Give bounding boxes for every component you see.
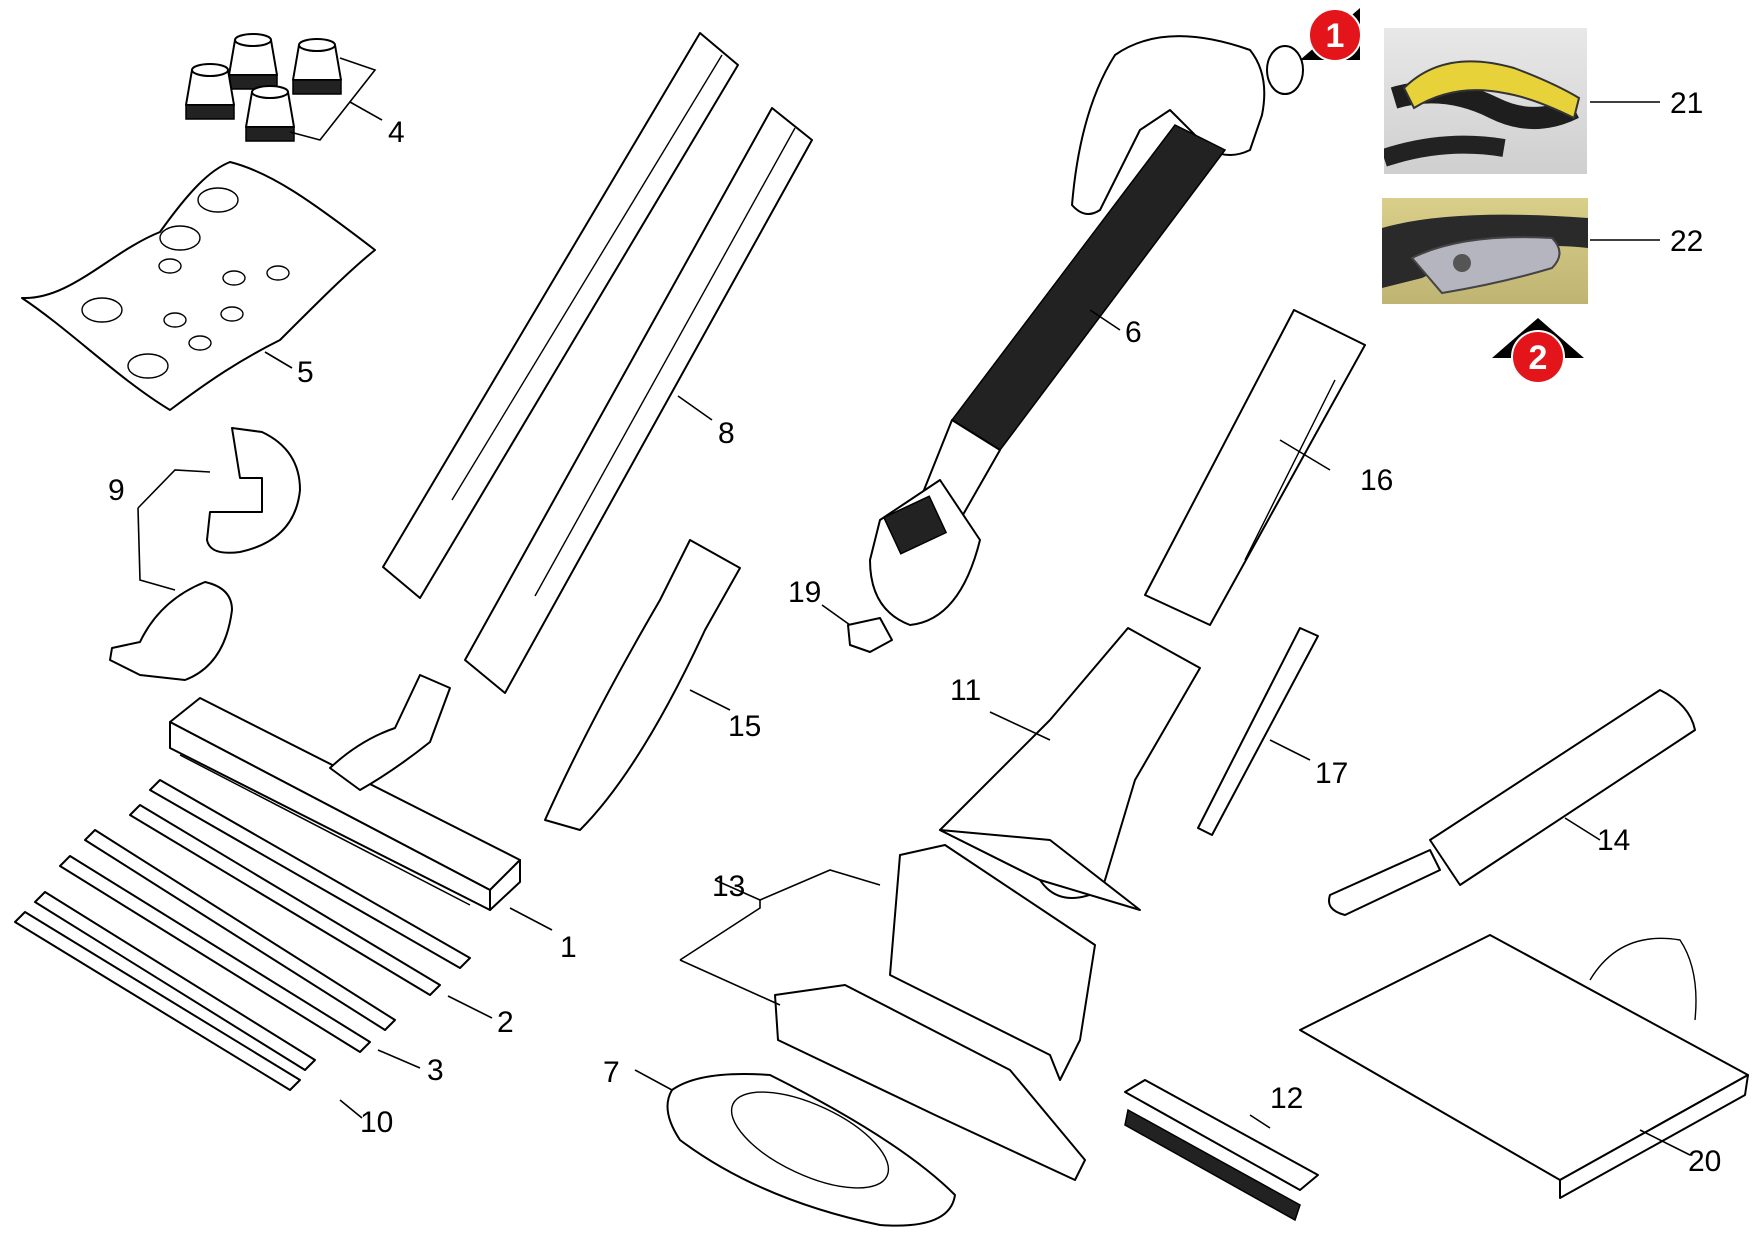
part-7-microfibre-cover [634, 1069, 956, 1227]
photo-22-clip [1382, 198, 1588, 304]
callout-15: 15 [728, 710, 761, 743]
callout-12: 12 [1270, 1082, 1303, 1115]
callout-11: 11 [950, 674, 981, 707]
callout-10: 10 [360, 1106, 393, 1139]
part-19-seal [821, 604, 893, 653]
callout-13: 13 [712, 870, 745, 903]
part-4-nozzle-tips [185, 33, 383, 142]
callout-2: 2 [497, 1006, 514, 1039]
callout-20: 20 [1688, 1145, 1721, 1178]
part-10-rubber-strips [14, 891, 363, 1119]
part-9-clips [109, 427, 301, 681]
badge-2: 2 [1492, 318, 1584, 384]
callout-4: 4 [388, 116, 405, 149]
callout-22: 22 [1670, 225, 1703, 258]
badge-2-text: 2 [1529, 339, 1548, 377]
callout-3: 3 [427, 1054, 444, 1087]
part-16-spray-nozzle [1144, 309, 1366, 626]
photo-21-handle [1384, 28, 1587, 174]
badge-1: 1 [1300, 8, 1362, 62]
part-8-extension-tubes [382, 32, 813, 694]
callout-16: 16 [1360, 464, 1393, 497]
part-12-hand-brush [1124, 1079, 1319, 1222]
part-11-hand-nozzle [939, 627, 1201, 911]
callout-14: 14 [1597, 824, 1630, 857]
callout-6: 6 [1125, 316, 1142, 349]
callout-19: 19 [788, 576, 821, 609]
callout-1: 1 [560, 931, 577, 964]
callout-21: 21 [1670, 87, 1703, 120]
callout-17: 17 [1315, 757, 1348, 790]
callout-8: 8 [718, 417, 735, 450]
part-15-crevice-nozzle [544, 539, 741, 831]
part-2-brush-strips [129, 779, 493, 1019]
part-17-spray-tube [1197, 627, 1319, 836]
part-14-round-brush [1328, 689, 1696, 916]
badge-1-text: 1 [1326, 17, 1345, 55]
callout-5: 5 [297, 356, 314, 389]
part-5-o-ring-sheet [21, 161, 376, 411]
part-3-squeegee-strip [59, 829, 421, 1069]
part-20-bag [1299, 934, 1749, 1199]
part-6-hose-handle [869, 35, 1304, 626]
callout-9: 9 [108, 474, 125, 507]
part-13-window-nozzles [679, 844, 1096, 1181]
callout-7: 7 [603, 1056, 620, 1089]
part-1-floor-nozzle [169, 674, 553, 931]
